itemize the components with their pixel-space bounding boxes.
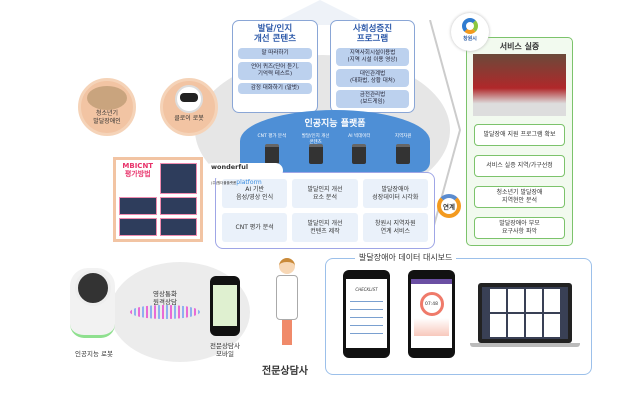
contents-item: 언어 퀴즈(단어 듣기, 기억력 테스트) (238, 62, 312, 80)
service-grid: AI 기반 음성/영상 인식 발달인지 개선 요소 분석 발달장애아 성장데이터… (215, 172, 435, 249)
ai-robot (70, 268, 115, 338)
social-item: 대인관계법 (대화법, 상황 대처) (336, 69, 409, 87)
counselor-label: 전문상담사 (262, 366, 308, 377)
demo-item: 청소년기 발달장애 지역현안 분석 (474, 186, 565, 208)
city-emblem-icon (462, 18, 478, 34)
social-box: 사회성증진 프로그램 지역사회시설이용법 (지역 시설 이용 영상) 대인관계법… (330, 20, 415, 113)
counselor-figure (272, 258, 302, 353)
mbicnt-title: MBICNT 평가방법 (122, 162, 154, 178)
service-cell: AI 기반 음성/영상 인식 (222, 179, 288, 208)
service-demo-panel: 서비스 실증 발달장애 지원 프로그램 확보 서비스 실증 지역/가구선정 청소… (466, 37, 573, 246)
server-icon (396, 144, 411, 164)
platform-title: 인공지능 플랫폼 (304, 119, 366, 129)
social-item: 지역사회시설이용법 (지역 시설 이용 영상) (336, 48, 409, 67)
dashboard-panel (325, 258, 592, 375)
laptop-base (470, 343, 580, 347)
demo-item: 발달장애아 부모 요구사항 파악 (474, 217, 565, 239)
laptop (478, 283, 572, 343)
service-cell: 창원시 지역자원 연계 서비스 (362, 213, 428, 242)
service-demo-title: 서비스 실증 (499, 42, 540, 51)
contents-item: 감정 대화하기 (말벗) (238, 83, 312, 94)
robot-circle: 클로이 로봇 (160, 78, 218, 136)
mbicnt-panel: MBICNT 평가방법 (113, 157, 203, 242)
server: 발달/인지 개선 콘텐츠 (296, 133, 336, 164)
app-gauge: 07:48 (419, 292, 444, 316)
contents-box: 발달/인지 개선 콘텐츠 말 따라하기 언어 퀴즈(단어 듣기, 기억력 테스트… (232, 20, 318, 113)
service-cell: 발달인지 개선 컨텐츠 제작 (292, 213, 358, 242)
contents-title: 발달/인지 개선 콘텐츠 (253, 24, 297, 45)
ai-robot-label: 인공지능 로봇 (75, 350, 113, 358)
server: AI 빅데이터 (339, 133, 379, 164)
demo-item: 발달장애 지원 프로그램 확보 (474, 124, 565, 146)
wonderful-logo: wonderful (주)원더풀플랫폼platform (205, 163, 283, 185)
server: CNT 평가 분석 (252, 133, 292, 164)
service-cell: 발달장애아 성장데이터 시각화 (362, 179, 428, 208)
server-icon (264, 144, 279, 164)
changwon-logo: 창원시 (451, 13, 489, 51)
server-icon (352, 144, 367, 164)
child-circle: 청소년기 발달장애인 (78, 78, 136, 136)
service-cell: CNT 평가 분석 (222, 213, 288, 242)
demo-photo (473, 54, 566, 116)
server: 지역자원 (383, 133, 423, 164)
mobile-label: 전문상담사 모바일 (210, 342, 240, 359)
social-item: 금전관리법 (보드게임) (336, 89, 409, 108)
video-call-label: 영상통화 원격상담 (153, 290, 177, 307)
app-phone: 07:48 (408, 270, 455, 358)
sound-wave-icon (130, 305, 200, 319)
counselor-phone (210, 276, 240, 336)
checklist-phone: CHECKLIST (343, 270, 390, 358)
server-icon (308, 144, 323, 164)
social-title: 사회성증진 프로그램 (352, 24, 393, 45)
link-badge: 연계 (437, 194, 461, 218)
contents-item: 말 따라하기 (238, 48, 312, 60)
service-cell: 발달인지 개선 요소 분석 (292, 179, 358, 208)
server-row: CNT 평가 분석 발달/인지 개선 콘텐츠 AI 빅데이터 지역자원 (250, 133, 425, 164)
dashboard-title: 발달장애아 데이터 대시보드 (355, 252, 457, 263)
demo-item: 서비스 실증 지역/가구선정 (474, 155, 565, 177)
